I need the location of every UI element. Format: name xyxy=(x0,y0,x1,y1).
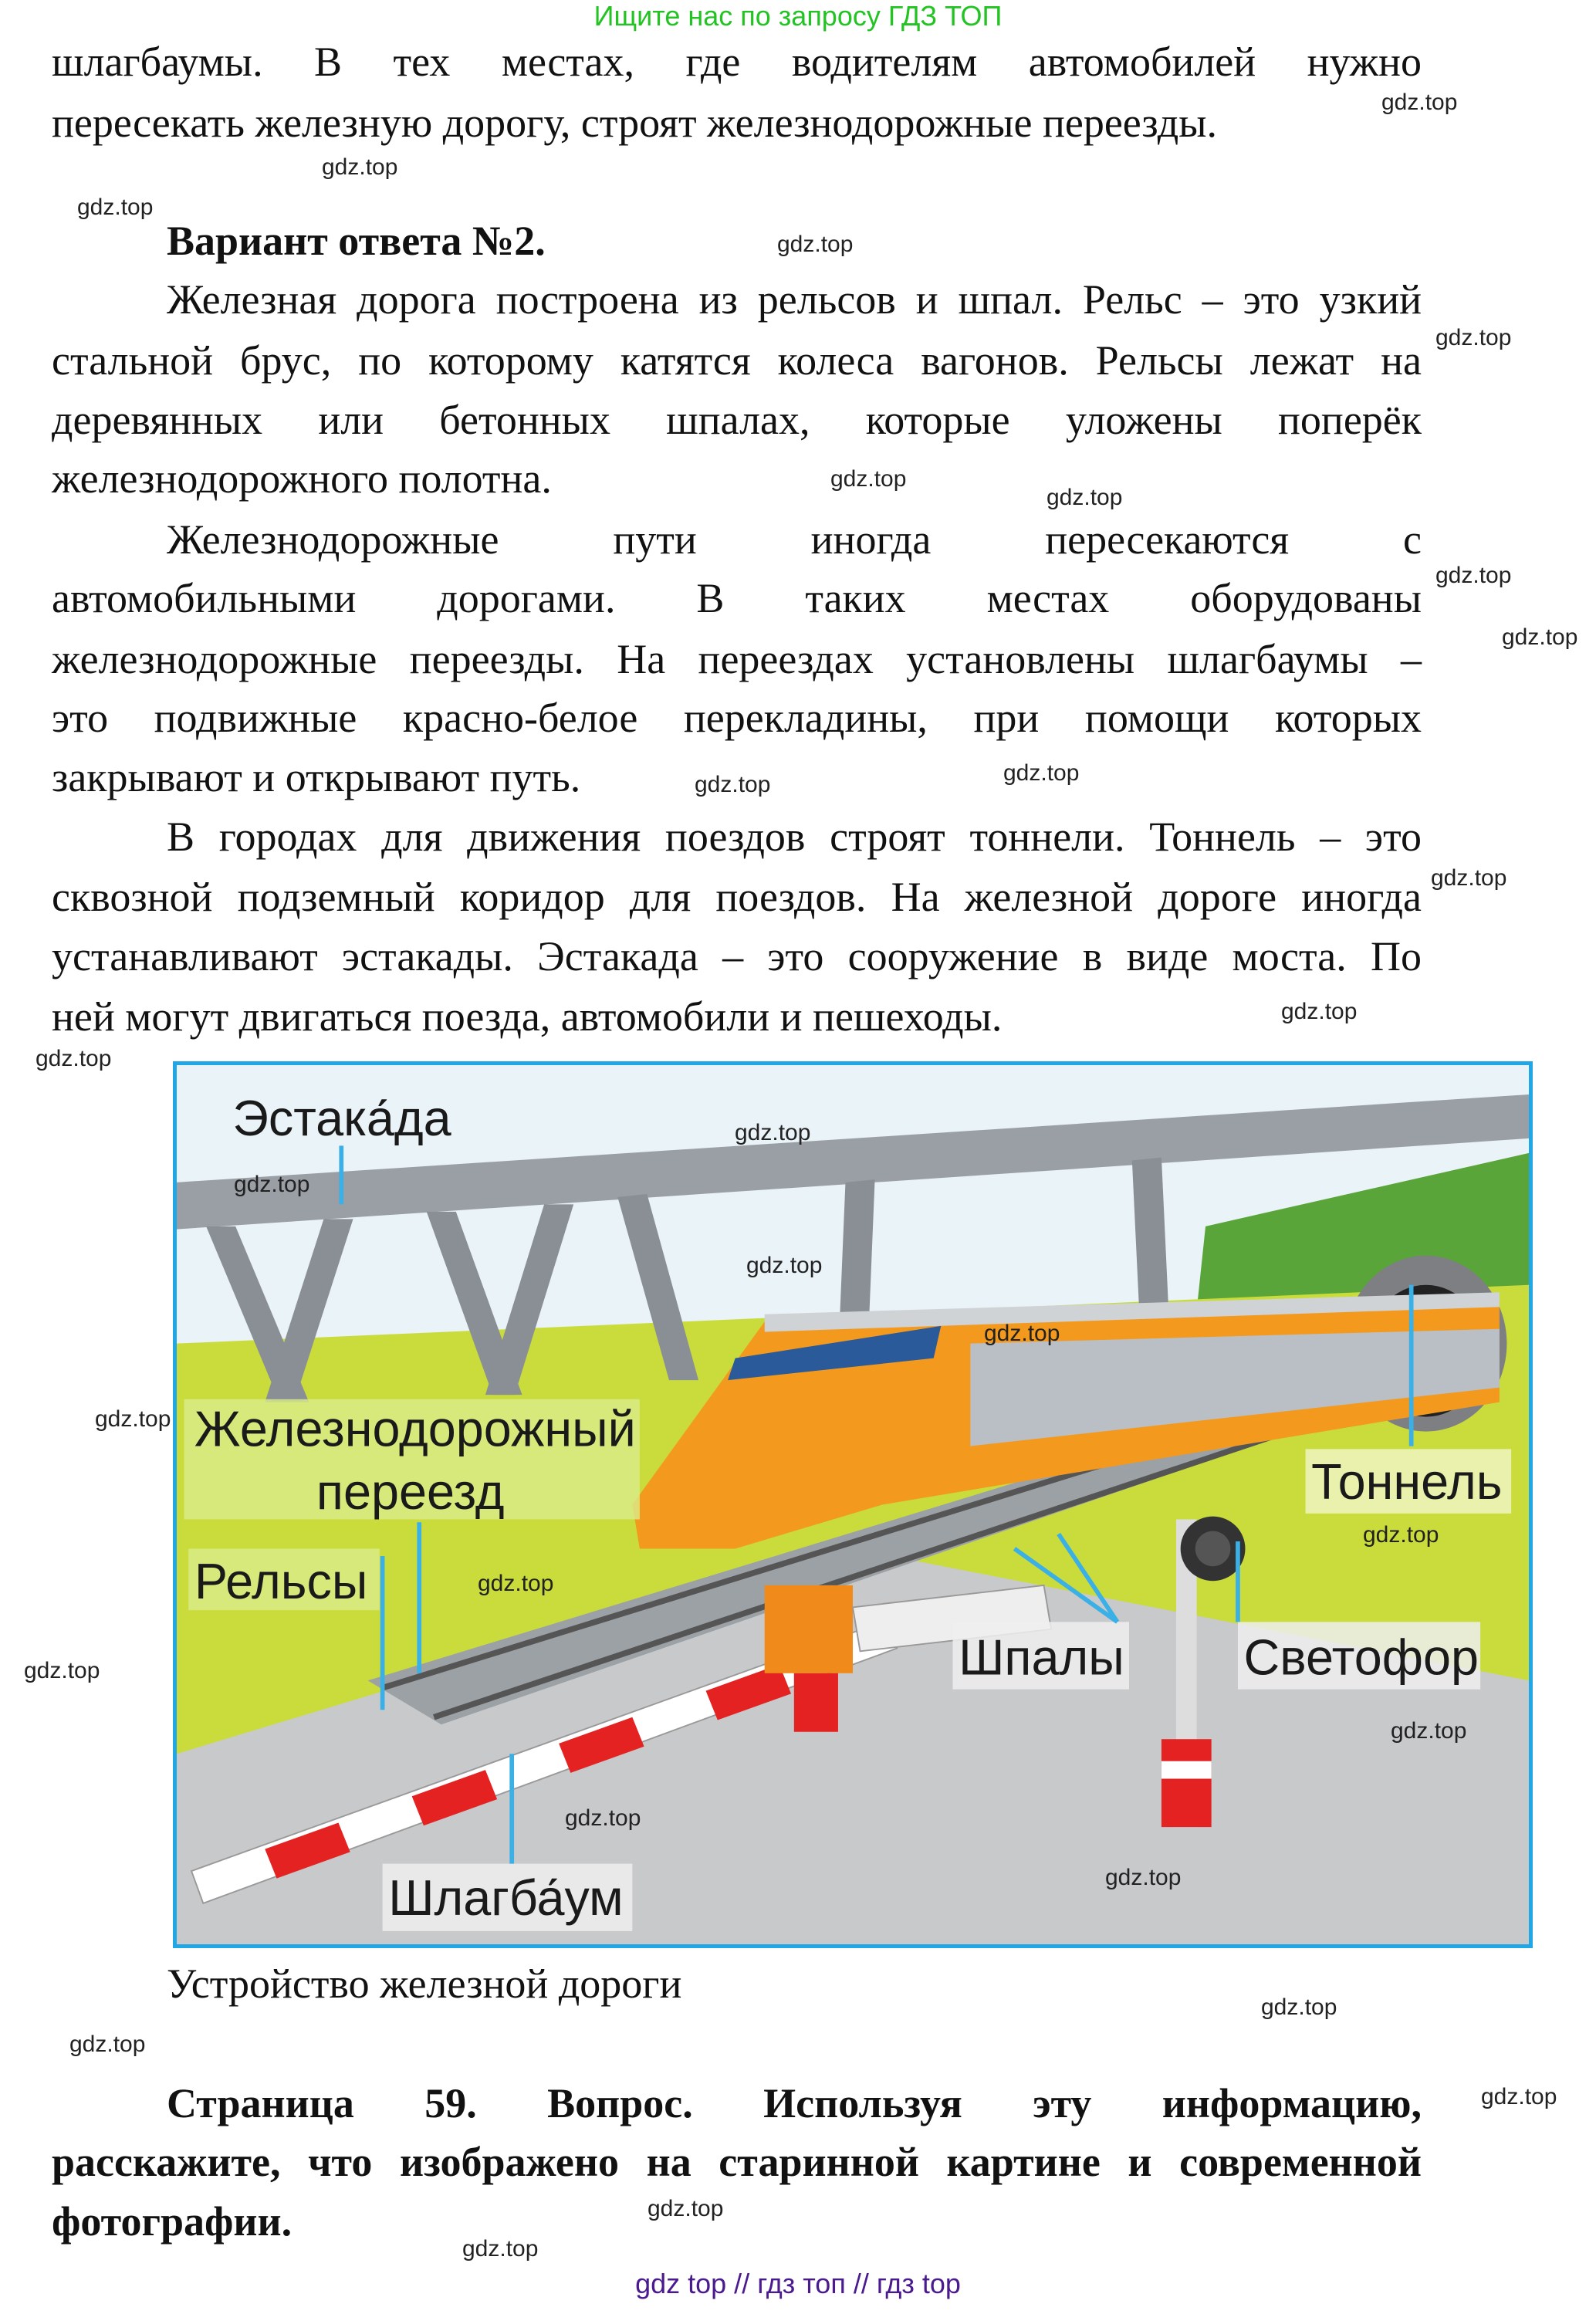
watermark: gdz.top xyxy=(24,1658,100,1683)
barrier-label-box xyxy=(382,1863,633,1931)
label-tunnel: Тоннель xyxy=(1311,1453,1502,1510)
question-line: расскажите, что изображено на старинной … xyxy=(52,2139,1422,2185)
watermark: gdz.top xyxy=(777,232,854,257)
question-line: фотографии. xyxy=(52,2198,292,2245)
text-line: автомобильными дорогами. В таких местах … xyxy=(52,575,1422,621)
label-crossing-2: переезд xyxy=(316,1463,505,1520)
overpass-deck xyxy=(177,1094,1529,1230)
text-line: Железная дорога построена из рельсов и ш… xyxy=(167,276,1422,323)
text-line: это подвижные красно-белое перекладины, … xyxy=(52,695,1422,741)
watermark: gdz.top xyxy=(735,1120,811,1145)
watermark: gdz.top xyxy=(984,1321,1060,1346)
watermark: gdz.top xyxy=(478,1571,554,1596)
watermark: gdz.top xyxy=(95,1406,171,1432)
watermark: gdz.top xyxy=(1363,1522,1439,1548)
watermark: gdz.top xyxy=(1003,760,1080,786)
label-barrier: Шлагба́ум xyxy=(388,1869,623,1926)
watermark: gdz.top xyxy=(746,1253,823,1278)
text-line: шлагбаумы. В тех местах, где водителям а… xyxy=(52,39,1422,85)
barrier xyxy=(190,1584,1053,1905)
question-line: Страница 59. Вопрос. Используя эту инфор… xyxy=(167,2080,1422,2126)
watermark: gdz.top xyxy=(234,1172,310,1197)
footer-links[interactable]: gdz top // гдз топ // гдз top xyxy=(635,2268,961,2299)
train-roof xyxy=(764,1292,1500,1332)
train-windshield xyxy=(728,1325,942,1381)
watermark: gdz.top xyxy=(1261,1994,1337,2020)
watermark: gdz.top xyxy=(1481,2084,1557,2109)
text-line: сквозной подземный коридор для поездов. … xyxy=(52,874,1422,920)
text-line: железнодорожного полотна. xyxy=(52,455,552,502)
text-line: пересекать железную дорогу, строят желез… xyxy=(52,100,1218,146)
text-line: железнодорожные переезды. На переездах у… xyxy=(52,636,1422,682)
watermark: gdz.top xyxy=(565,1805,641,1831)
rails-label-box xyxy=(188,1548,380,1611)
watermark: gdz.top xyxy=(1435,325,1512,350)
search-banner: Ищите нас по запросу ГДЗ ТОП xyxy=(593,0,1003,32)
text-line: устанавливают эстакады. Эстакада – это с… xyxy=(52,933,1422,979)
watermark: gdz.top xyxy=(322,154,398,180)
figure-caption: Устройство железной дороги xyxy=(167,1960,682,2007)
traffic-signal xyxy=(1161,1516,1246,1828)
watermark: gdz.top xyxy=(1105,1865,1182,1890)
watermark: gdz.top xyxy=(77,195,154,220)
watermark: gdz.top xyxy=(1047,485,1123,510)
text-line: В городах для движения поездов строят то… xyxy=(167,814,1422,860)
text-line: деревянных или бетонных шпалах, которые … xyxy=(52,397,1422,443)
watermark: gdz.top xyxy=(1381,90,1458,115)
overpass-label: Эстака́да xyxy=(232,1090,451,1205)
watermark: gdz.top xyxy=(1281,999,1358,1024)
label-crossing: Железнодорожный xyxy=(194,1401,636,1457)
crossing-label-box xyxy=(184,1399,640,1520)
railway-illustration: Эстака́да Железнодорожный переезд Рельсы… xyxy=(173,1061,1533,1948)
tunnel-label-box xyxy=(1305,1449,1512,1514)
watermark: gdz.top xyxy=(1391,1718,1467,1744)
watermark: gdz.top xyxy=(830,466,907,492)
label-overpass: Эстака́да xyxy=(232,1090,451,1146)
watermark: gdz.top xyxy=(69,2032,146,2057)
text-line: стальной брус, по которому катятся колес… xyxy=(52,337,1422,384)
label-sleepers: Шпалы xyxy=(959,1629,1124,1686)
overpass-supports xyxy=(206,1157,1169,1402)
train-side xyxy=(970,1328,1500,1446)
label-rails: Рельсы xyxy=(194,1553,368,1609)
watermark: gdz.top xyxy=(1431,865,1507,891)
watermark: gdz.top xyxy=(462,2236,539,2262)
watermark: gdz.top xyxy=(648,2196,724,2221)
text-line: закрывают и открывают путь. xyxy=(52,754,581,800)
sleepers-label-box xyxy=(952,1622,1130,1690)
watermark: gdz.top xyxy=(36,1046,112,1071)
text-line: Железнодорожные пути иногда пересекаются… xyxy=(167,516,1422,563)
text-line: ней могут двигаться поезда, автомобили и… xyxy=(52,993,1003,1040)
answer-heading: Вариант ответа №2. xyxy=(167,218,546,264)
label-signal: Светофор xyxy=(1244,1629,1479,1686)
watermark: gdz.top xyxy=(695,772,771,797)
watermark: gdz.top xyxy=(1435,563,1512,588)
watermark: gdz.top xyxy=(1502,624,1578,650)
signal-label-box xyxy=(1237,1622,1481,1690)
